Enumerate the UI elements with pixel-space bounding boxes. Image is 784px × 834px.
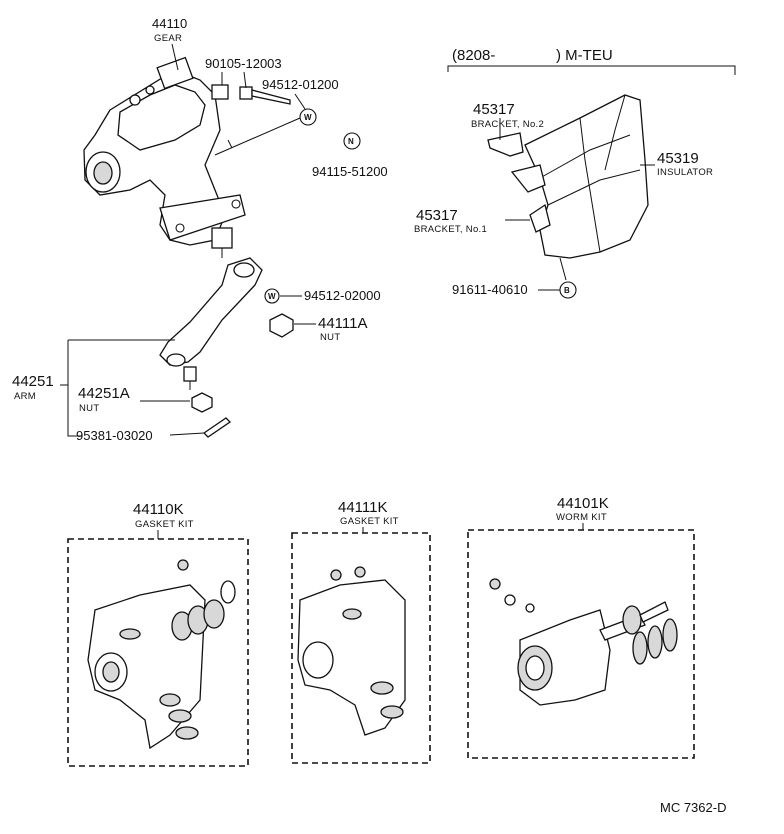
pitman-arm-illustration: W xyxy=(159,257,294,438)
applicability-right: ) M-TEU xyxy=(556,47,613,64)
gasket-kit-2: 44111K GASKET KIT xyxy=(291,499,431,764)
arm-nut-top-part-number: 44111A xyxy=(318,315,368,332)
washer2-code-label: W xyxy=(268,292,276,301)
cotter-pin-part-number: 95381-03020 xyxy=(76,428,153,443)
kit1-name: GASKET KIT xyxy=(135,519,194,530)
arm-nut-part-name: NUT xyxy=(79,403,99,414)
washer-part-number: 94512-01200 xyxy=(262,77,339,92)
arm-part-name: ARM xyxy=(14,391,36,402)
diagram-reference-code: MC 7362-D xyxy=(660,800,726,815)
insulator-illustration xyxy=(487,94,649,281)
steering-gear-illustration: W xyxy=(83,56,317,258)
insulator-part-name: INSULATOR xyxy=(657,167,713,178)
kit3-name: WORM KIT xyxy=(556,512,607,523)
arm-part-number: 44251 xyxy=(12,373,54,390)
kit2-number: 44111K xyxy=(338,499,388,516)
kit2-name: GASKET KIT xyxy=(340,516,399,527)
gear-part-number: 44110 xyxy=(152,16,187,31)
applicability-left: (8208- xyxy=(452,47,495,64)
bracket2-part-number: 45317 xyxy=(473,101,515,118)
arm-nut-top-part-name: NUT xyxy=(320,332,340,343)
bracket1-part-number: 45317 xyxy=(416,207,458,224)
kit1-number: 44110K xyxy=(133,501,184,518)
bracket2-part-name: BRACKET, No.2 xyxy=(471,119,544,130)
washer2-part-number: 94512-02000 xyxy=(304,288,381,303)
bolt-b-code-label: B xyxy=(564,286,570,295)
arm-nut-part-number: 44251A xyxy=(78,385,130,402)
nut-part-number: 94115-51200 xyxy=(312,164,388,179)
gasket-kit-1: 44110K GASKET KIT xyxy=(67,501,249,767)
kit3-number: 44101K xyxy=(557,495,609,512)
bolt-b-part-number: 91611-40610 xyxy=(452,282,528,297)
washer-code-label: W xyxy=(304,113,312,122)
bracket1-part-name: BRACKET, No.1 xyxy=(414,224,487,235)
bolt-part-number: 90105-12003 xyxy=(205,56,282,71)
insulator-part-number: 45319 xyxy=(657,150,699,167)
gear-part-name: GEAR xyxy=(154,33,182,44)
worm-kit: 44101K WORM KIT xyxy=(467,495,695,759)
nut-code-label: N xyxy=(348,137,354,146)
